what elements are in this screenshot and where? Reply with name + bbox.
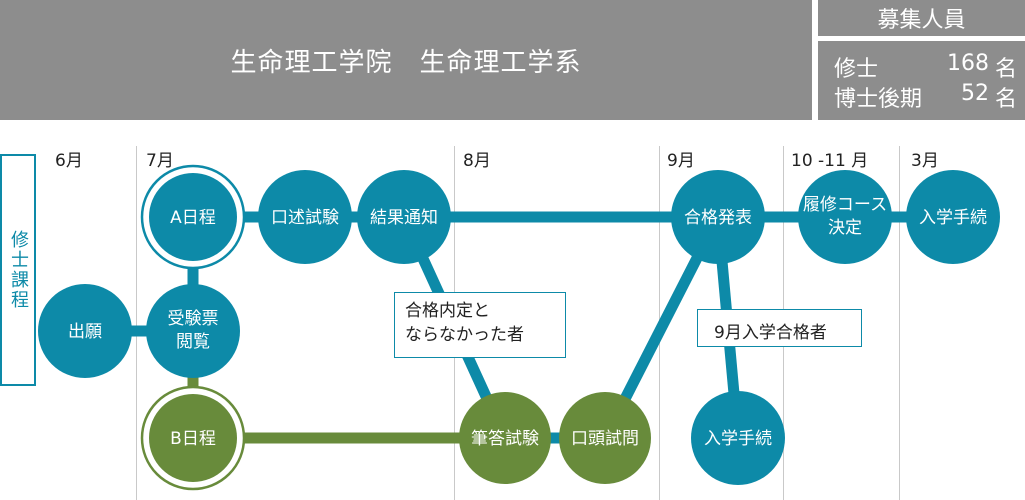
note-not-admitted-line-1: 合格内定と xyxy=(405,301,490,321)
node-oral-exam-label: 口頭試問 xyxy=(571,429,639,449)
month-label-jul: 7月 xyxy=(146,151,174,171)
node-result-notice-label: 結果通知 xyxy=(370,208,438,228)
node-apply-label: 出願 xyxy=(68,322,102,342)
node-enroll-sept: 入学手続 xyxy=(691,391,785,485)
month-divider xyxy=(136,146,137,500)
master-unit: 名 xyxy=(995,57,1018,82)
master-label: 修士 xyxy=(834,57,879,82)
node-apply: 出願 xyxy=(38,284,132,378)
recruit-title: 募集人員 xyxy=(818,0,1025,36)
node-day-b: B日程 xyxy=(140,385,246,491)
note-not-admitted-line-2: ならなかった者 xyxy=(405,325,524,345)
recruit-panel: 修士 168 名 博士後期 52 名 xyxy=(818,41,1025,120)
month-label-mar: 3月 xyxy=(911,151,939,171)
page-title: 生命理工学院 生命理工学系 xyxy=(0,0,812,120)
month-divider xyxy=(899,146,900,500)
note-not-admitted: 合格内定と ならなかった者 xyxy=(394,292,566,358)
month-label-jun: 6月 xyxy=(55,151,83,171)
month-label-aug: 8月 xyxy=(463,151,491,171)
doctor-count: 52 xyxy=(961,81,989,106)
node-oral-presentation: 口述試験 xyxy=(258,170,352,264)
node-oral-exam: 口頭試問 xyxy=(559,392,651,484)
node-written-exam-label: 筆答試験 xyxy=(471,429,539,449)
node-enroll-march-label: 入学手続 xyxy=(919,208,987,228)
course-label-master: 修士課程 xyxy=(0,154,36,386)
master-count: 168 xyxy=(947,51,989,76)
node-enroll-march: 入学手続 xyxy=(906,170,1000,264)
node-written-exam: 筆答試験 xyxy=(459,392,551,484)
note-sept-admit: 9月入学合格者 xyxy=(697,309,862,347)
node-result-notice: 結果通知 xyxy=(357,170,451,264)
node-exam-ticket-label-2: 閲覧 xyxy=(176,332,210,352)
node-pass-announce-label: 合格発表 xyxy=(684,208,752,228)
month-label-oct-nov: 10 -11 月 xyxy=(791,151,869,171)
node-course-select-label-1: 履修コース xyxy=(803,195,887,215)
doctor-unit: 名 xyxy=(995,87,1018,112)
node-pass-announce: 合格発表 xyxy=(671,170,765,264)
node-oral-presentation-label: 口述試験 xyxy=(271,208,339,228)
month-label-sep: 9月 xyxy=(667,151,695,171)
node-enroll-sept-label: 入学手続 xyxy=(704,429,772,449)
node-course-select: 履修コース 決定 xyxy=(798,170,892,264)
node-course-select-label-2: 決定 xyxy=(828,218,862,238)
node-exam-ticket-label-1: 受験票 xyxy=(168,309,219,329)
node-day-b-label: B日程 xyxy=(170,429,216,449)
node-day-a: A日程 xyxy=(140,164,246,270)
doctor-row: 博士後期 52 名 xyxy=(834,81,1019,113)
node-exam-ticket: 受験票 閲覧 xyxy=(146,284,240,378)
doctor-label: 博士後期 xyxy=(834,87,923,112)
node-day-a-label: A日程 xyxy=(170,208,216,228)
master-row: 修士 168 名 xyxy=(834,51,1019,83)
